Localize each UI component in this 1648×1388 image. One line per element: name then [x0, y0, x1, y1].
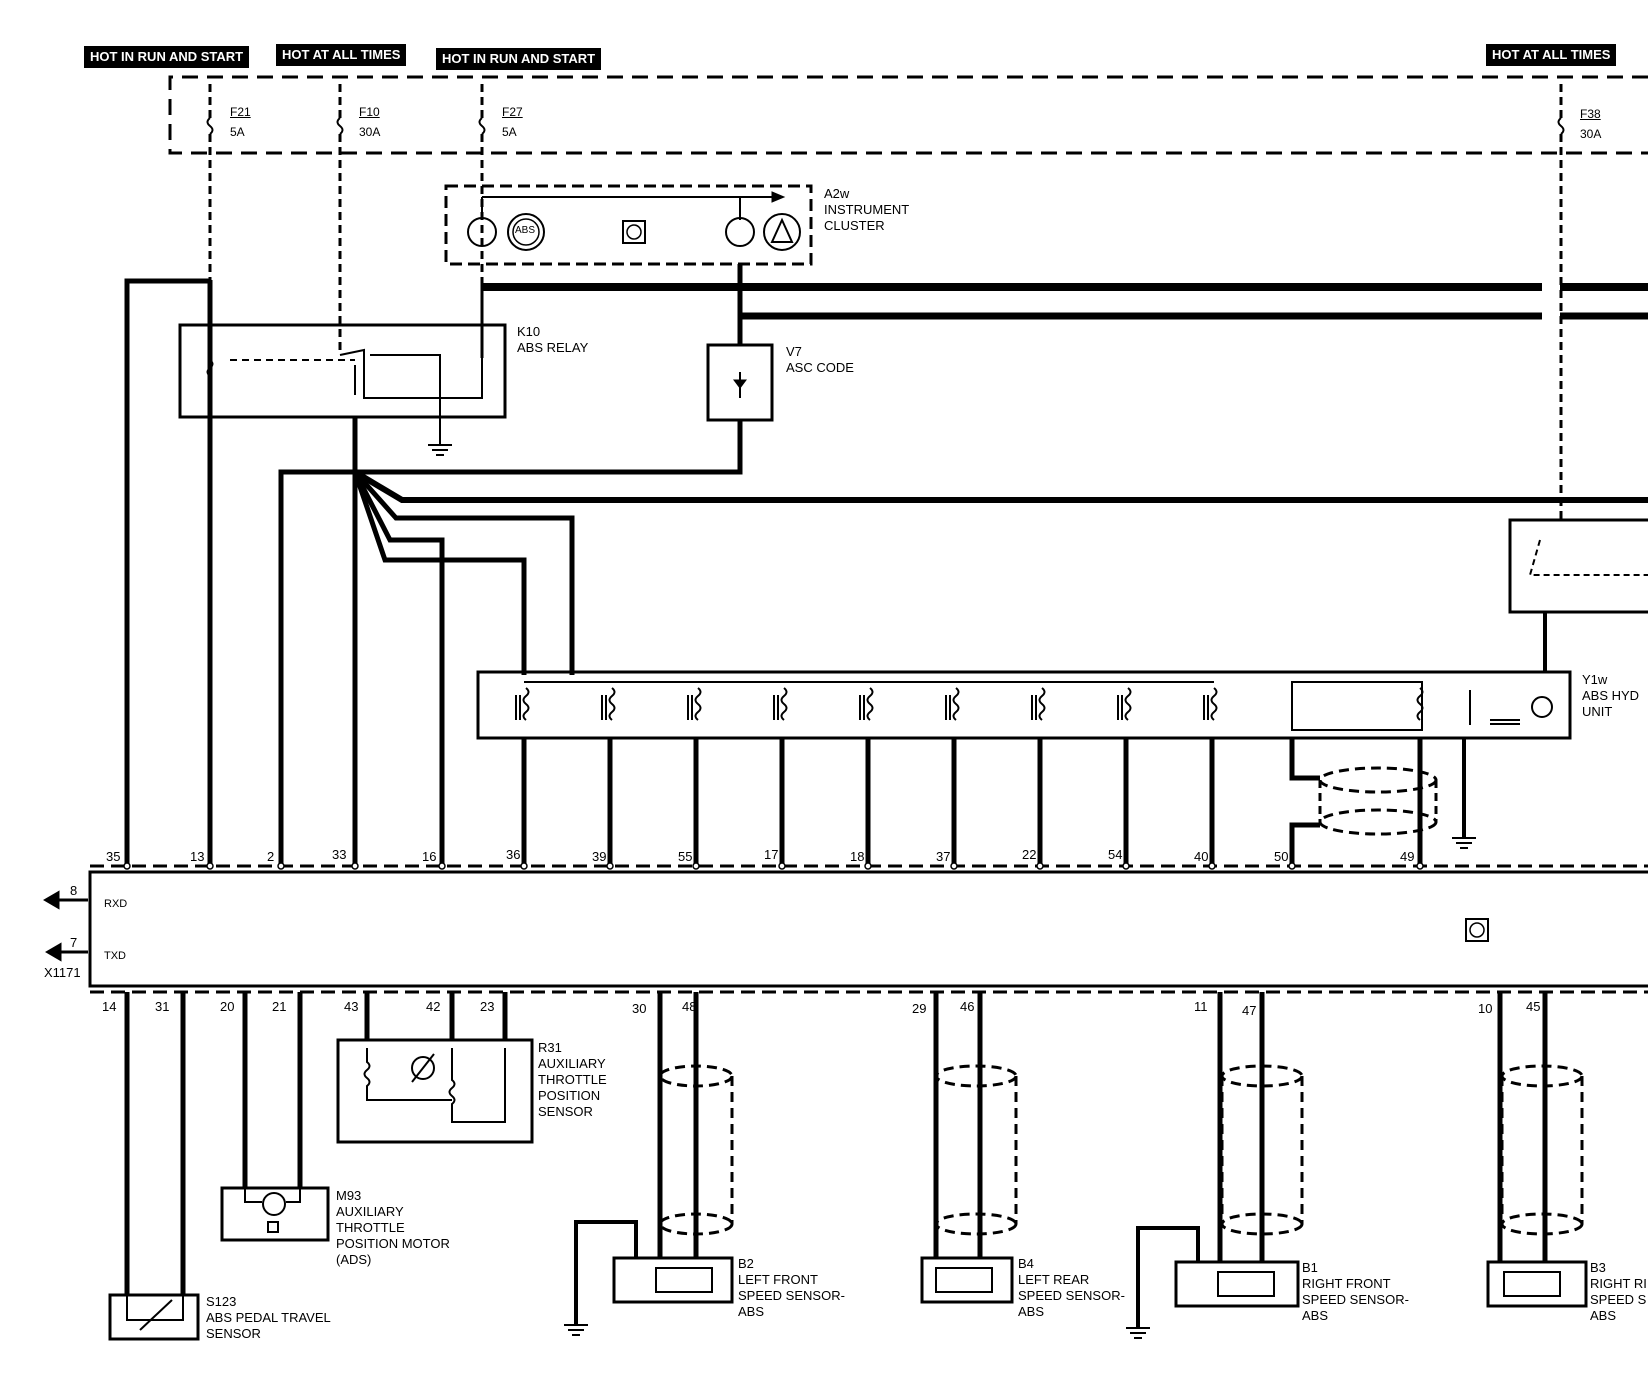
- pin-20: 20: [220, 999, 235, 1014]
- left-front-sensor-box: [612, 1256, 734, 1304]
- aux-throttle-sensor-label: R31 AUXILIARY THROTTLE POSITION SENSOR: [538, 1040, 607, 1119]
- pin-21: 21: [272, 999, 287, 1014]
- pin-23: 23: [480, 999, 495, 1014]
- pin-33: 33: [332, 847, 347, 862]
- connector-label: X1171: [44, 965, 81, 980]
- pin-11: 11: [1194, 999, 1208, 1014]
- power-tag-f27: HOT IN RUN AND START: [436, 48, 602, 70]
- pin-54: 54: [1108, 847, 1123, 862]
- aux-throttle-motor-box: [220, 1186, 330, 1242]
- fuse-f27-rating: 5A: [502, 125, 517, 139]
- pin-31: 31: [155, 999, 170, 1014]
- steering-wheel-icon: [622, 220, 646, 244]
- txd-label: TXD: [104, 950, 126, 962]
- pin-17: 17: [764, 847, 779, 862]
- rxd-arrow-icon: [43, 890, 88, 910]
- pin-40: 40: [1194, 849, 1209, 864]
- aux-throttle-sensor-box: [336, 1038, 534, 1144]
- fuse-f38-symbol: [1557, 117, 1565, 135]
- pin-49: 49: [1400, 849, 1415, 864]
- rxd-label: RXD: [104, 898, 128, 910]
- pin-39: 39: [592, 849, 607, 864]
- fuse-f21-rating: 5A: [230, 125, 245, 139]
- pin-14: 14: [102, 999, 117, 1014]
- fuse-f10-symbol: [336, 117, 344, 135]
- left-rear-sensor-label: B4 LEFT REAR SPEED SENSOR- ABS: [1018, 1256, 1125, 1319]
- fuse-f10-name: F10: [359, 105, 380, 119]
- pin-42: 42: [426, 999, 441, 1014]
- pin-48: 48: [682, 999, 697, 1014]
- fuse-f27-symbol: [478, 117, 486, 135]
- right-relay-partial: [1508, 518, 1648, 614]
- module-steering-icon: [1465, 918, 1489, 942]
- pin-35: 35: [106, 849, 121, 864]
- txd-arrow-icon: [45, 942, 88, 962]
- right-front-sensor-box: [1174, 1260, 1300, 1308]
- hyd-ground-icon: [1452, 837, 1476, 849]
- cluster-lamp-1-icon: [467, 217, 497, 247]
- instrument-cluster-box: [444, 184, 813, 266]
- abs-warning-icon: [507, 213, 545, 251]
- power-tag-f10: HOT AT ALL TIMES: [276, 44, 407, 66]
- pin-46: 46: [960, 999, 975, 1014]
- rf-ground-icon: [1126, 1327, 1150, 1339]
- aux-throttle-motor-label: M93 AUXILIARY THROTTLE POSITION MOTOR (A…: [336, 1188, 450, 1267]
- abs-icon-text: ABS: [515, 225, 536, 236]
- txd-pin-number: 7: [70, 935, 78, 950]
- left-rear-sensor-box: [920, 1256, 1014, 1304]
- fuse-f21-label: F21 5A: [230, 102, 251, 142]
- right-front-sensor-label: B1 RIGHT FRONT SPEED SENSOR- ABS: [1302, 1260, 1409, 1323]
- pin-36: 36: [506, 847, 521, 862]
- fuse-f21-symbol: [206, 117, 214, 135]
- motor-icon: [262, 1192, 286, 1216]
- fuse-box-outline: [168, 75, 1648, 155]
- fuse-f38-name: F38: [1580, 107, 1601, 121]
- power-tag-f21: HOT IN RUN AND START: [84, 46, 250, 68]
- pin-47: 47: [1242, 1003, 1257, 1018]
- pin-2: 2: [267, 849, 275, 864]
- abs-relay-label: K10 ABS RELAY: [517, 324, 589, 355]
- cluster-lamp-2-icon: [725, 217, 755, 247]
- fuse-f38-rating: 30A: [1580, 127, 1602, 141]
- pin-50: 50: [1274, 849, 1289, 864]
- asc-code-label: V7 ASC CODE: [786, 344, 854, 375]
- warning-triangle-icon: [763, 213, 801, 251]
- pin-13: 13: [190, 849, 205, 864]
- pedal-travel-sensor-label: S123 ABS PEDAL TRAVEL SENSOR: [206, 1294, 331, 1341]
- fuse-f10-rating: 30A: [359, 125, 381, 139]
- abs-hyd-unit-box: [476, 670, 1572, 740]
- right-rear-sensor-box: [1486, 1260, 1588, 1308]
- pin-10: 10: [1478, 1001, 1493, 1016]
- pin-18: 18: [850, 849, 865, 864]
- fuse-f10-label: F10 30A: [359, 102, 380, 142]
- rxd-pin-number: 8: [70, 883, 78, 898]
- instrument-cluster-label: A2w INSTRUMENT CLUSTER: [824, 186, 910, 233]
- abs-relay-box: [178, 323, 507, 419]
- right-rear-sensor-label: B3 RIGHT RI SPEED S ABS: [1590, 1260, 1647, 1323]
- left-front-sensor-label: B2 LEFT FRONT SPEED SENSOR- ABS: [738, 1256, 845, 1319]
- fuse-f27-label: F27 5A: [502, 102, 523, 142]
- abs-hyd-unit-label: Y1w ABS HYD UNIT: [1582, 672, 1640, 719]
- pin-22: 22: [1022, 847, 1037, 862]
- fuse-f38-label: F38 30A: [1580, 104, 1601, 144]
- pin-37: 37: [936, 849, 951, 864]
- lf-ground-icon: [564, 1324, 588, 1336]
- fuse-f27-name: F27: [502, 105, 523, 119]
- pin-29: 29: [912, 1001, 927, 1016]
- pin-30: 30: [632, 1001, 647, 1016]
- fuse-f21-name: F21: [230, 105, 251, 119]
- pin-43: 43: [344, 999, 359, 1014]
- abs-control-module: [88, 870, 1648, 988]
- pin-55: 55: [678, 849, 693, 864]
- pedal-travel-sensor-box: [108, 1293, 200, 1341]
- power-tag-f38: HOT AT ALL TIMES: [1486, 44, 1617, 66]
- pump-motor-icon: [1531, 696, 1553, 718]
- throttle-gauge-icon: [411, 1056, 435, 1080]
- relay-ground-icon: [428, 444, 452, 456]
- pin-45: 45: [1526, 999, 1541, 1014]
- solenoid-valves: [515, 687, 1424, 721]
- pin-16: 16: [422, 849, 437, 864]
